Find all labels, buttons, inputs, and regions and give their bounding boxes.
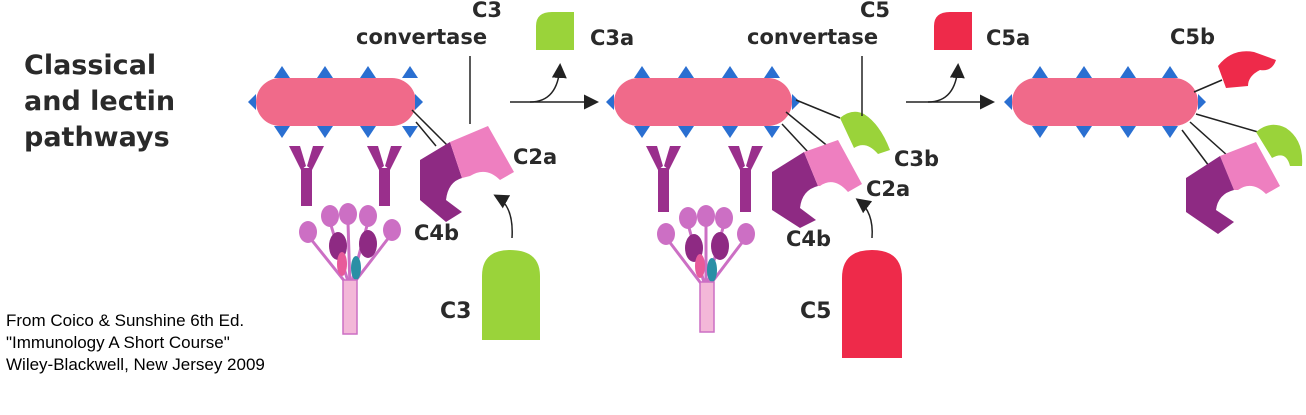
c3a-fragment xyxy=(536,12,574,50)
c4b-label-1: C4b xyxy=(414,221,459,245)
panel-1-antigens xyxy=(248,66,423,138)
c4b-label-2: C4b xyxy=(786,227,831,251)
c3-label: C3 xyxy=(440,299,471,324)
c2a-label-1: C2a xyxy=(513,145,557,169)
c5a-label: C5a xyxy=(986,26,1030,50)
panel-2-c4b-c2a-c3b xyxy=(772,56,890,228)
c5-convertase-label-2: convertase xyxy=(747,25,878,49)
c3-convertase-label-2: convertase xyxy=(356,25,487,49)
c5b-label: C5b xyxy=(1170,25,1215,49)
c5-molecule xyxy=(842,250,902,358)
c3a-label: C3a xyxy=(590,26,634,50)
panel-1-c4b-c2a xyxy=(411,56,514,222)
panel-2-antibodies xyxy=(646,146,763,212)
c3-molecule xyxy=(482,250,540,340)
title-line-3: pathways xyxy=(24,122,170,153)
c3-convertase-label-1: C3 xyxy=(472,0,502,22)
panel-3-cell xyxy=(1004,66,1206,138)
panel-3-c5b-complex xyxy=(1181,51,1303,234)
title-line-2: and lectin xyxy=(24,86,175,117)
c3b-label: C3b xyxy=(894,147,939,171)
credit-line-2: "Immunology A Short Course" xyxy=(6,333,230,352)
panel-1-c1-complex xyxy=(299,203,401,335)
panel-1-antibodies xyxy=(289,146,402,206)
panel-1-cell xyxy=(248,66,423,138)
panel-2-cell xyxy=(606,66,800,138)
credit-line-1: From Coico & Sunshine 6th Ed. xyxy=(6,311,244,330)
c5-label: C5 xyxy=(800,299,831,324)
c2a-label-2: C2a xyxy=(866,177,910,201)
c5a-fragment xyxy=(934,12,972,50)
c5-convertase-label-1: C5 xyxy=(860,0,890,22)
credit-line-3: Wiley-Blackwell, New Jersey 2009 xyxy=(6,355,265,374)
title-line-1: Classical xyxy=(24,50,156,81)
panel-2-c1-complex xyxy=(657,205,755,333)
